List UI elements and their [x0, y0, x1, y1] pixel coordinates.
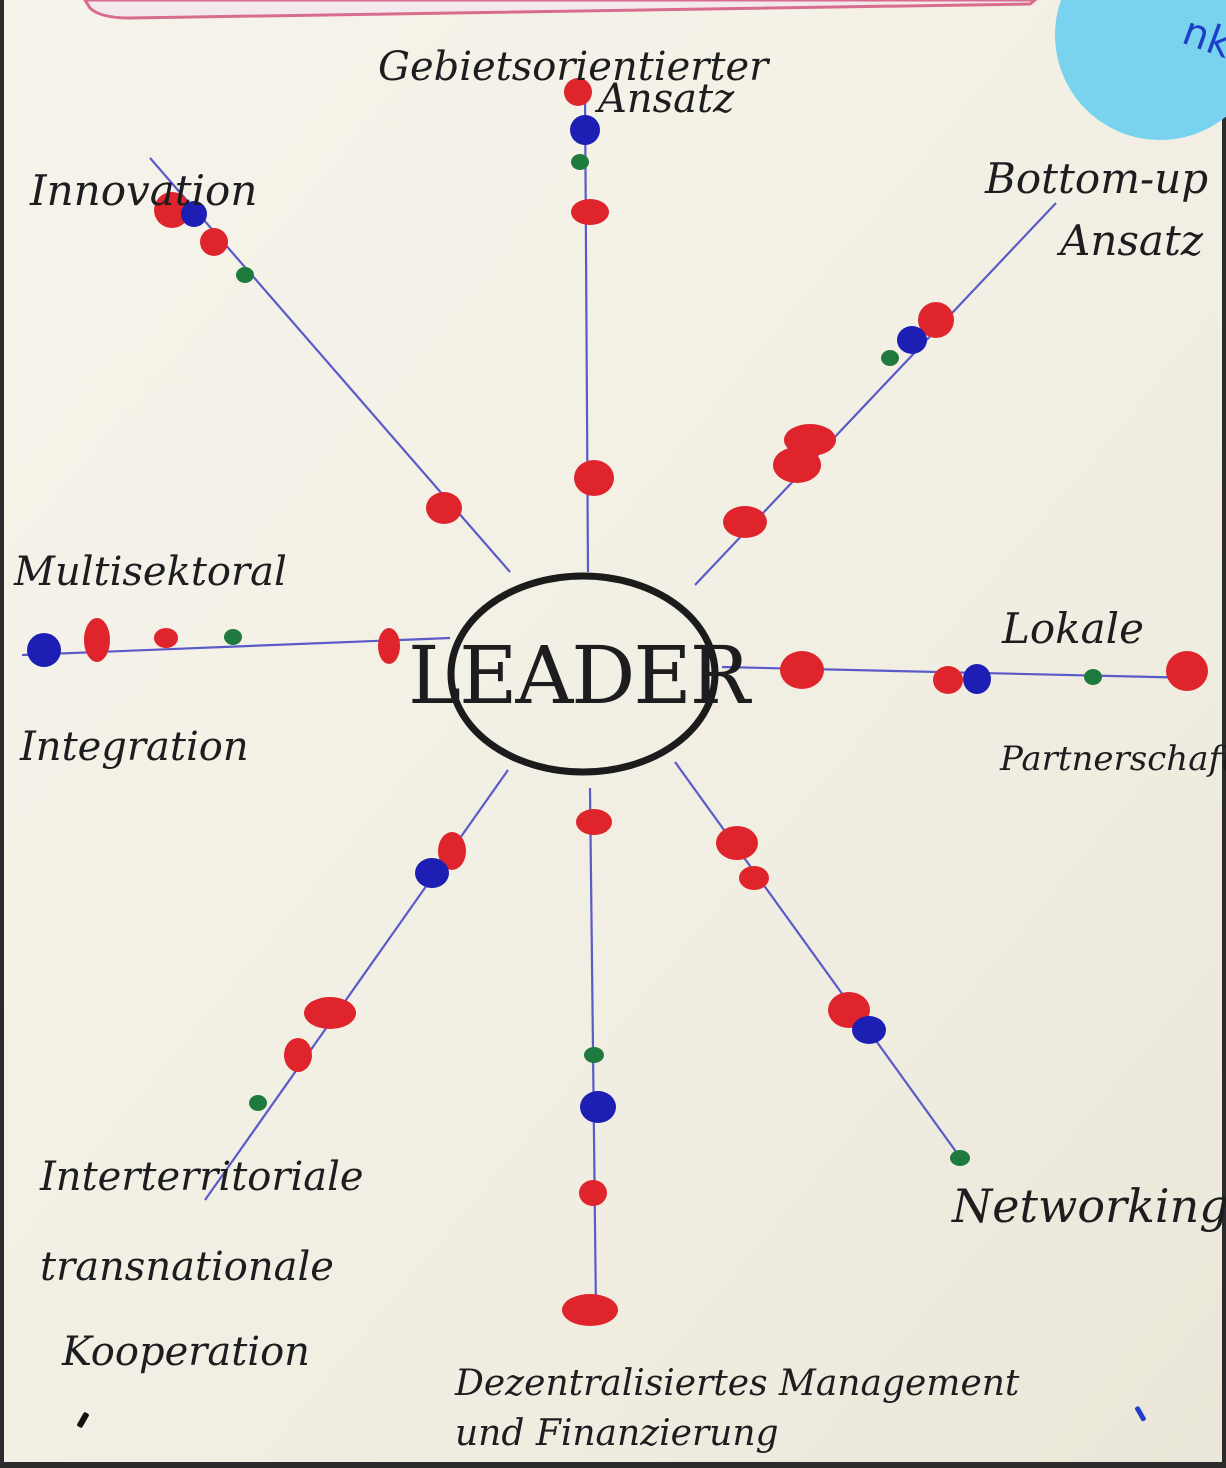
- label-top: Gebietsorientierter Ansatz: [378, 44, 781, 122]
- pink-banner-edge: [83, 0, 1038, 20]
- label-bottom-right: Networking: [951, 1179, 1226, 1233]
- pin-bottom-left: [77, 1412, 89, 1428]
- cyan-circle-sticker: [1055, 0, 1226, 140]
- label-top-left: Innovation: [29, 166, 257, 215]
- center-label: LEADER: [408, 629, 753, 722]
- label-bottom-left: Interterritoriale transnationale Koopera…: [39, 1154, 376, 1375]
- spoke-line-bottom-right: [674, 761, 963, 1161]
- pin-bottom-right: [1135, 1406, 1146, 1422]
- leader-ellipse: [447, 572, 719, 776]
- label-top-right: Bottom-up Ansatz: [984, 154, 1222, 265]
- vote-dots: [27, 78, 1208, 1326]
- label-right: Lokale Partnerschaft: [999, 604, 1226, 779]
- label-bottom: Dezentralisiertes Management und Finanzi…: [454, 1363, 1031, 1454]
- label-left: Multisektoral Integration: [13, 549, 299, 770]
